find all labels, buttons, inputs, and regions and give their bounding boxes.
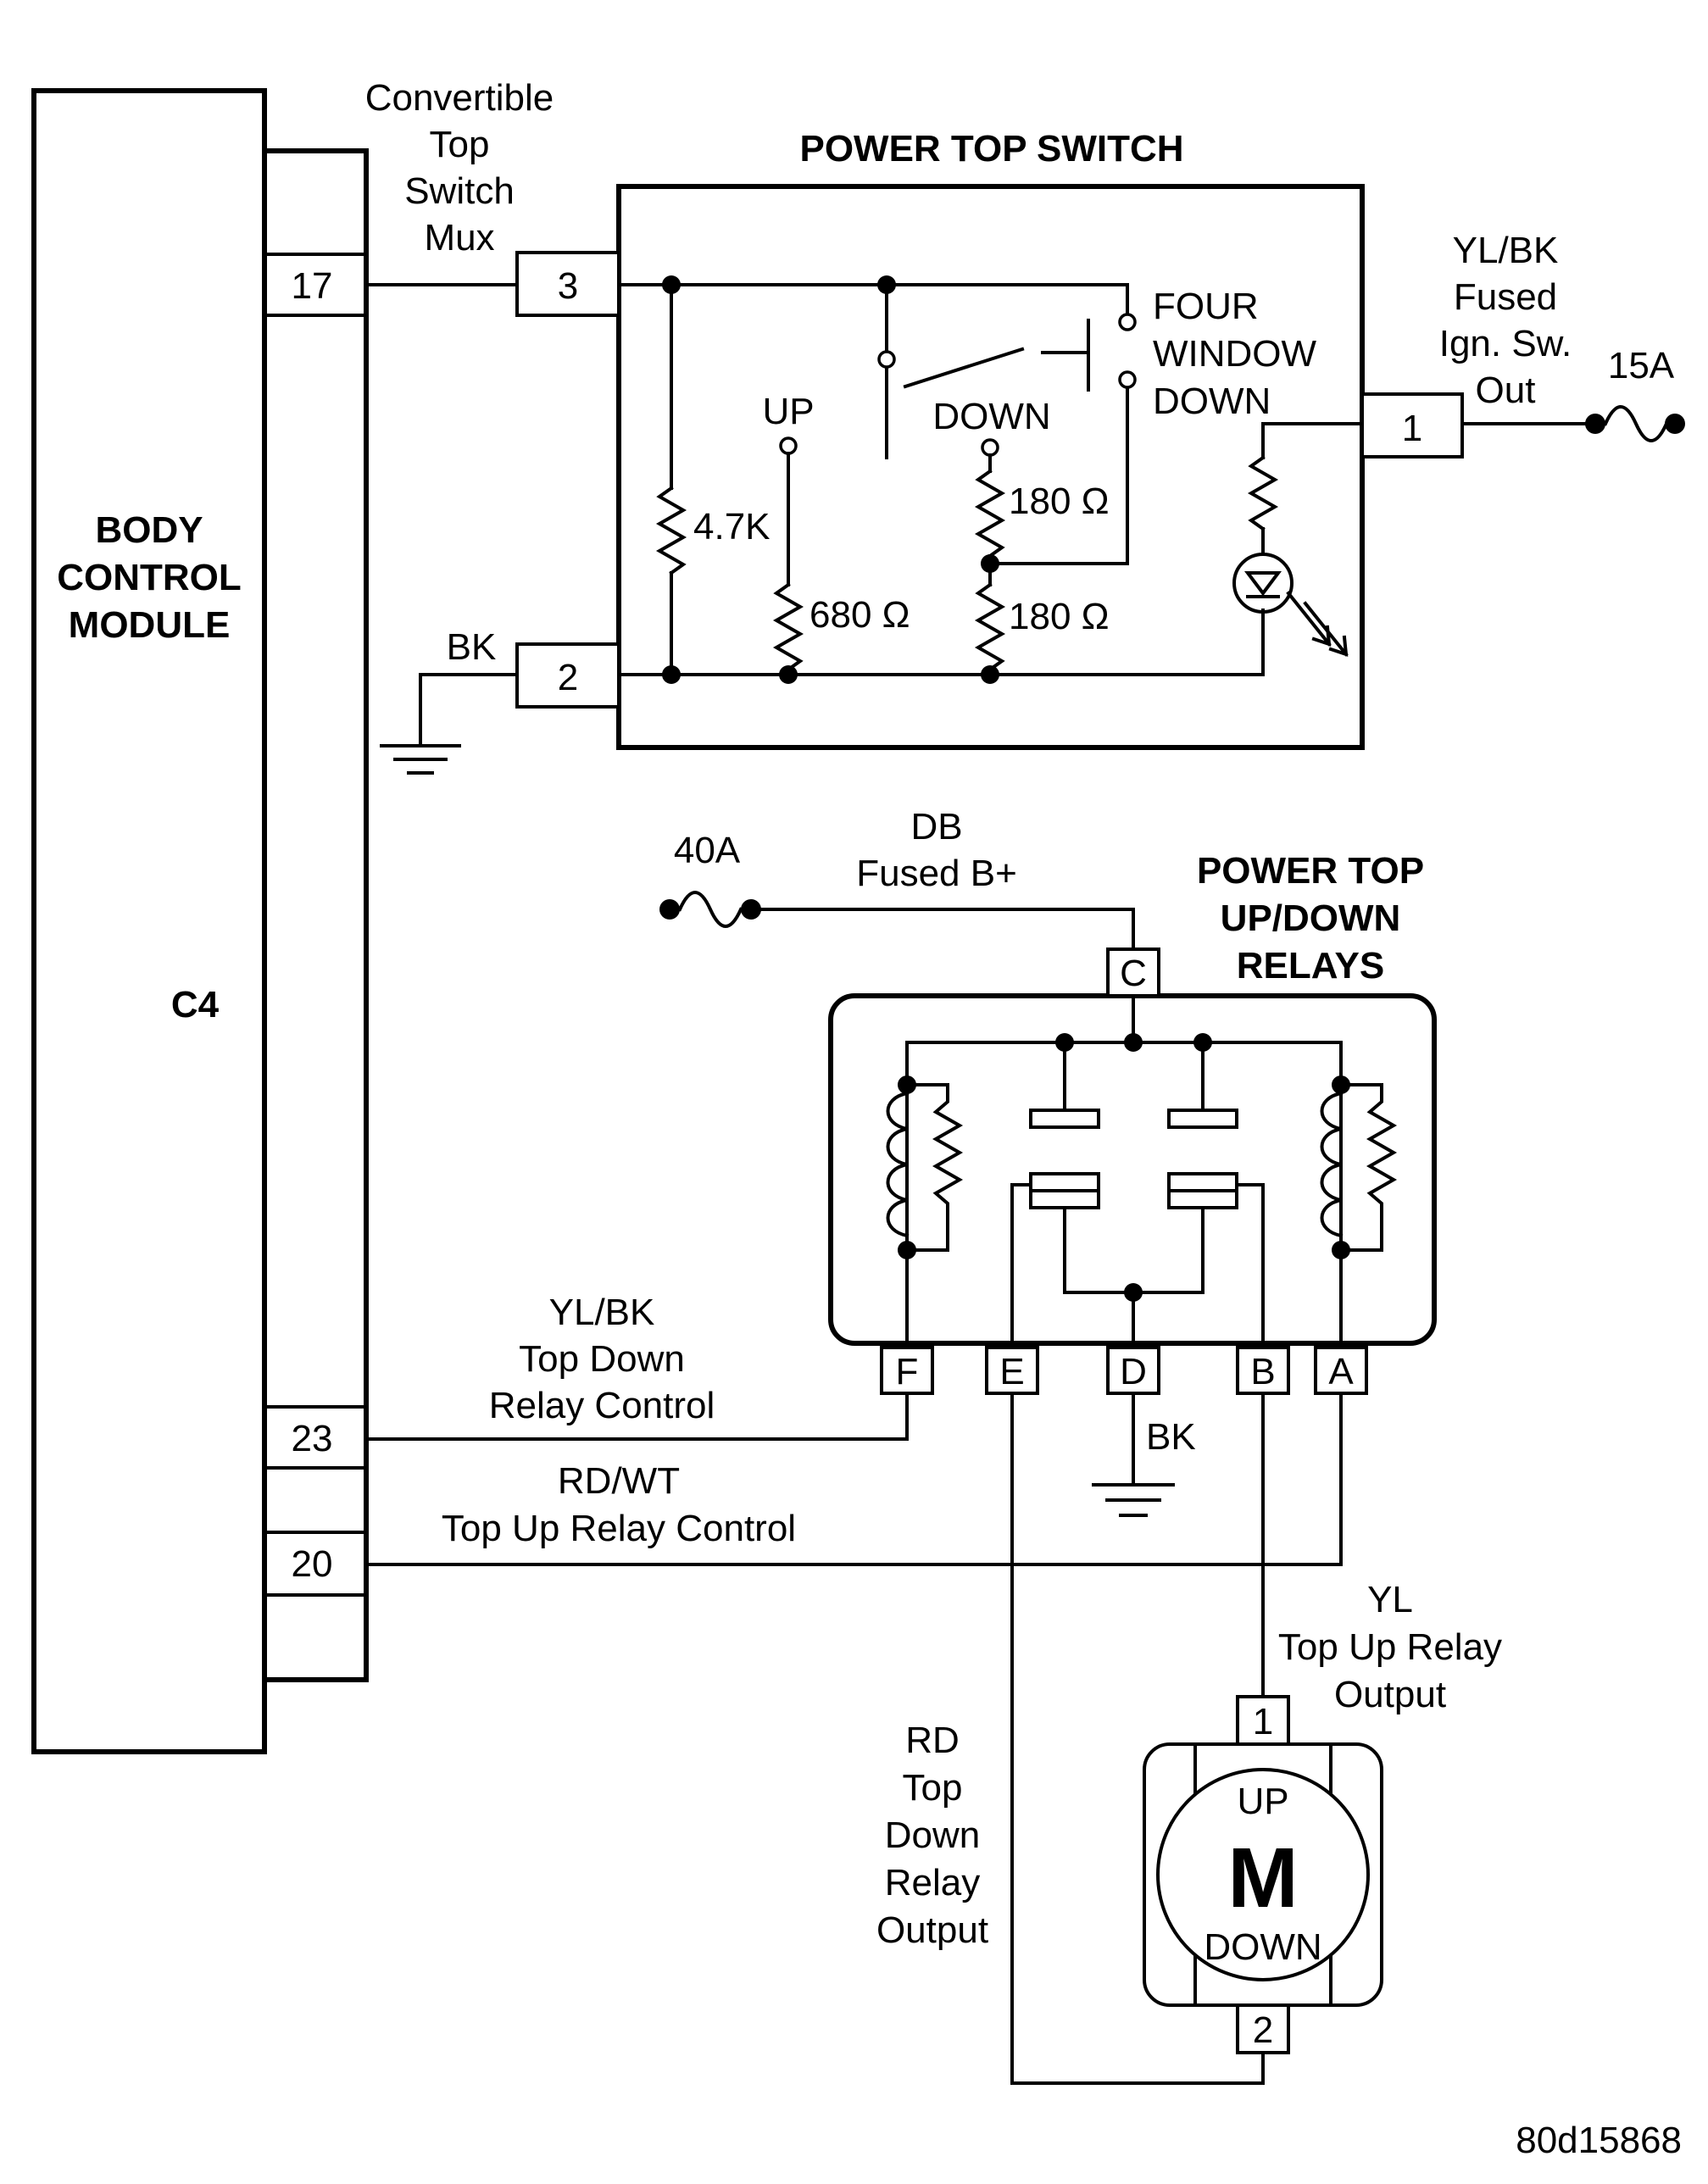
top-down-ctrl-label-line3: Relay Control xyxy=(489,1385,715,1426)
bcm-connector-label: C4 xyxy=(171,984,220,1025)
four-window-label-line3: DOWN xyxy=(1153,381,1271,422)
switch-pin-3: 3 xyxy=(558,265,578,307)
body-control-module: BODY CONTROL MODULE C4 xyxy=(31,88,267,1754)
motor-down-label: DOWN xyxy=(1204,1926,1321,1968)
mux-label-line4: Mux xyxy=(424,217,494,258)
ign-label-line1: YL/BK xyxy=(1453,230,1559,271)
down-output-label-line4: Relay xyxy=(885,1862,981,1903)
power-top-relays: POWER TOP UP/DOWN RELAYS C F E D B A xyxy=(828,850,1437,1395)
relay-pin-a: A xyxy=(1328,1351,1354,1392)
relays-title-line1: POWER TOP xyxy=(1197,850,1424,892)
resistor-180a-label: 180 Ω xyxy=(1009,481,1110,522)
down-output-label-line1: RD xyxy=(905,1720,960,1761)
ign-label-line3: Ign. Sw. xyxy=(1439,323,1572,364)
switch-pin-1: 1 xyxy=(1402,408,1422,449)
mux-wire: Convertible Top Switch Mux xyxy=(364,77,554,286)
top-down-ctrl-label-line1: YL/BK xyxy=(549,1292,655,1333)
fuse-15a-label: 15A xyxy=(1608,345,1675,386)
top-up-ctrl-label-line2: Top Up Relay Control xyxy=(442,1508,796,1549)
power-top-switch: POWER TOP SWITCH 3 2 1 4.7K UP 680 Ω xyxy=(515,128,1464,750)
relays-title-line3: RELAYS xyxy=(1237,945,1384,986)
top-down-ctrl-label-line2: Top Down xyxy=(519,1338,685,1380)
top-down-control-wire: YL/BK Top Down Relay Control xyxy=(364,1292,909,1441)
motor-up-label: UP xyxy=(1237,1781,1288,1822)
fuse-40a-label: 40A xyxy=(674,830,741,871)
up-output-label-line3: Output xyxy=(1334,1674,1446,1715)
motor-pin-2: 2 xyxy=(1253,2009,1273,2051)
mux-label-line2: Top xyxy=(430,124,490,165)
motor-pin-1: 1 xyxy=(1253,1701,1273,1742)
relay-pin-f: F xyxy=(896,1351,919,1392)
top-up-control-wire: RD/WT Top Up Relay Control xyxy=(364,1392,1343,1566)
relay-ground-label: BK xyxy=(1146,1416,1196,1458)
relays-title-line2: UP/DOWN xyxy=(1221,897,1401,939)
four-window-label-line1: FOUR xyxy=(1153,286,1259,327)
switch-title: POWER TOP SWITCH xyxy=(799,128,1183,169)
relay-ground: BK xyxy=(1092,1392,1196,1517)
bcm-pin-17: 17 xyxy=(292,265,333,307)
down-output-label-line5: Output xyxy=(876,1909,988,1951)
figure-id: 80d15868 xyxy=(1516,2120,1682,2161)
resistor-680-label: 680 Ω xyxy=(809,594,910,636)
switch-ground-label: BK xyxy=(447,626,497,668)
motor-letter: M xyxy=(1227,1831,1298,1926)
relay-output-wires: YL Top Up Relay Output RD Top Down Relay… xyxy=(876,1392,1502,2085)
up-output-label-line2: Top Up Relay xyxy=(1278,1626,1502,1668)
bcm-connector-strip: 17 23 20 xyxy=(263,148,369,1682)
up-output-label-line1: YL xyxy=(1367,1579,1413,1620)
bcm-title-line1: BODY xyxy=(95,509,203,551)
switch-ground: BK xyxy=(380,626,519,775)
bcm-title-line3: MODULE xyxy=(69,604,231,646)
down-output-label-line3: Down xyxy=(885,1814,981,1856)
b-plus-label-line1: DB xyxy=(910,806,962,847)
relay-pin-d: D xyxy=(1120,1351,1147,1392)
switch-pin-2: 2 xyxy=(558,657,578,698)
b-plus-label-line2: Fused B+ xyxy=(856,853,1017,894)
power-top-motor: 1 UP M DOWN 2 xyxy=(1143,1695,1383,2054)
battery-feed: 40A DB Fused B+ xyxy=(659,806,1135,951)
mux-label-line3: Switch xyxy=(404,170,515,212)
ign-label-line4: Out xyxy=(1476,370,1536,411)
ign-label-line2: Fused xyxy=(1454,276,1557,318)
resistor-4k7-label: 4.7K xyxy=(693,506,771,547)
ignition-feed: YL/BK Fused Ign. Sw. Out 15A xyxy=(1439,230,1685,442)
four-window-label-line2: WINDOW xyxy=(1153,333,1317,375)
bcm-pin-23: 23 xyxy=(292,1418,333,1459)
down-contact-label: DOWN xyxy=(932,396,1050,437)
bcm-pin-20: 20 xyxy=(292,1543,333,1585)
down-output-label-line2: Top xyxy=(903,1767,963,1809)
resistor-180b-label: 180 Ω xyxy=(1009,596,1110,637)
top-up-ctrl-label-line1: RD/WT xyxy=(558,1460,680,1502)
mux-label-line1: Convertible xyxy=(365,77,554,119)
relay-pin-e: E xyxy=(999,1351,1024,1392)
bcm-title-line2: CONTROL xyxy=(57,557,242,598)
relay-pin-c: C xyxy=(1120,953,1147,994)
up-contact-label: UP xyxy=(762,391,814,432)
relay-pin-b: B xyxy=(1250,1351,1275,1392)
